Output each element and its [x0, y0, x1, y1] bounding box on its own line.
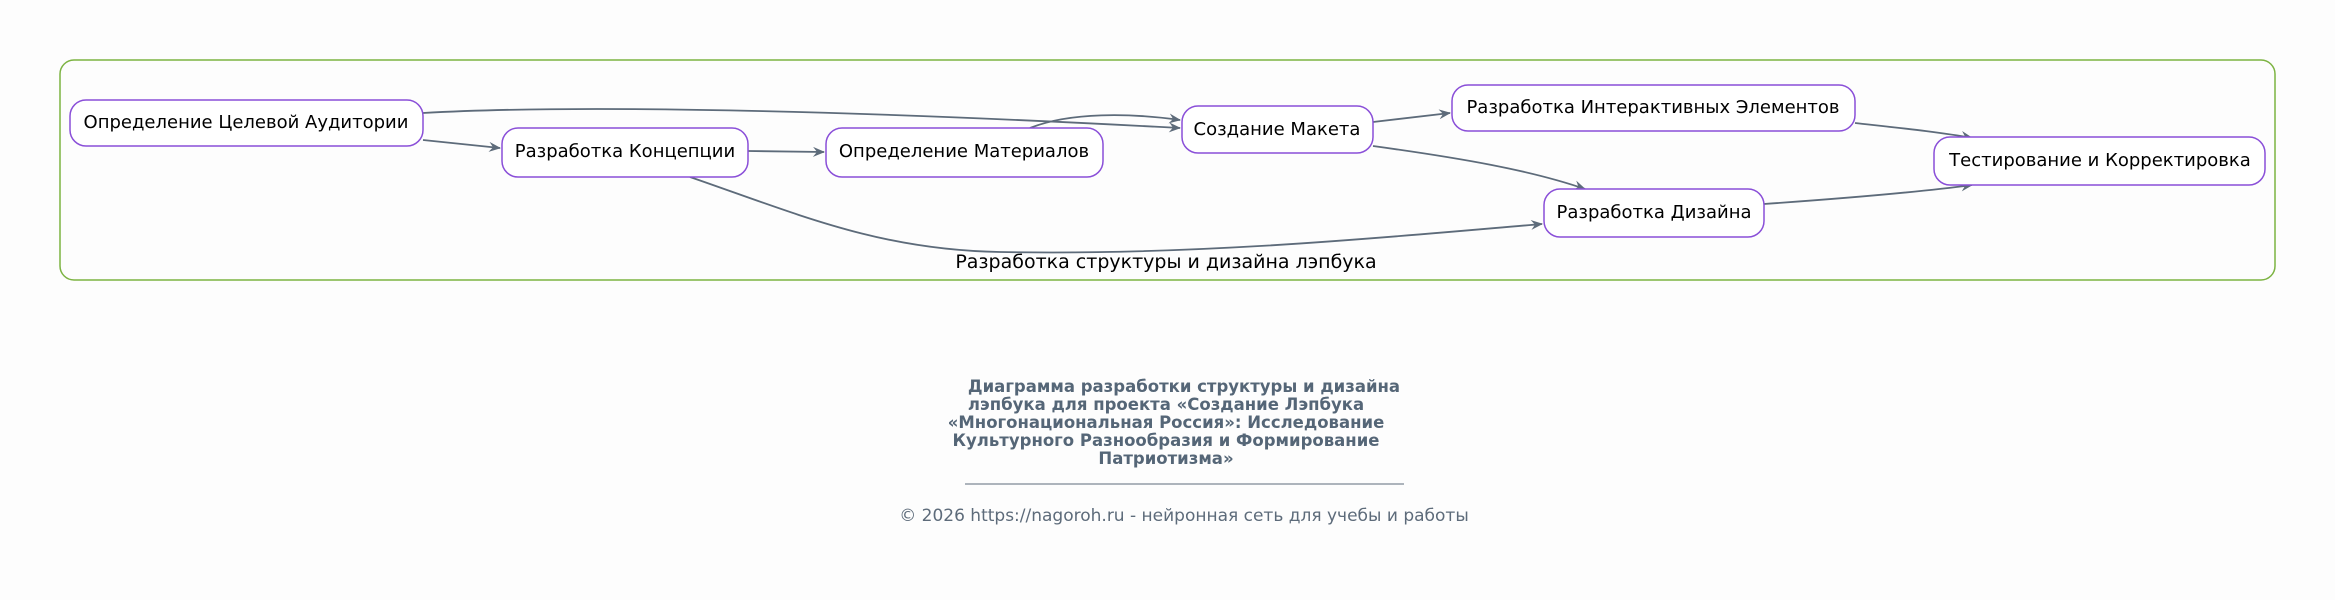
node-interactive-elements[interactable]: Разработка Интерактивных Элементов [1451, 84, 1856, 132]
node-concept[interactable]: Разработка Концепции [501, 127, 749, 178]
node-testing[interactable]: Тестирование и Корректировка [1933, 136, 2266, 186]
node-label: Тестирование и Корректировка [1948, 150, 2251, 171]
node-layout[interactable]: Создание Макета [1181, 105, 1374, 154]
node-label: Разработка Интерактивных Элементов [1466, 97, 1839, 118]
edge-interactive-testing [1854, 122, 1973, 141]
diagram-title: Диаграмма разработки структуры и дизайна… [948, 377, 1400, 468]
cluster-label: Разработка структуры и дизайна лэпбука [955, 251, 1376, 273]
node-label: Создание Макета [1194, 119, 1361, 140]
edge-concept-design [689, 176, 1543, 254]
node-materials[interactable]: Определение Материалов [825, 127, 1104, 178]
title-line: «Многонациональная Россия»: Исследование [948, 413, 1385, 432]
edge-layout-design [1372, 145, 1586, 191]
edge-audience-concept [422, 139, 501, 152]
node-target-audience[interactable]: Определение Целевой Аудитории [69, 99, 424, 147]
edge-layout-interactive [1372, 109, 1451, 123]
edge-design-testing [1763, 181, 1973, 205]
node-label: Определение Материалов [839, 141, 1089, 162]
title-line: Культурного Разнообразия и Формирование [953, 431, 1380, 450]
footer-copyright: © 2026 https://nagoroh.ru - нейронная се… [899, 506, 1469, 526]
node-label: Разработка Концепции [515, 141, 735, 162]
title-line: Диаграмма разработки структуры и дизайна [968, 377, 1400, 396]
node-label: Разработка Дизайна [1557, 202, 1752, 223]
title-line: лэпбука для проекта «Создание Лэпбука [968, 395, 1364, 414]
node-label: Определение Целевой Аудитории [84, 112, 409, 133]
edges [422, 108, 1973, 254]
edge-concept-materials [747, 146, 825, 157]
edge-materials-layout [1029, 113, 1181, 129]
cluster-lapbook-structure: Разработка структуры и дизайна лэпбука [59, 59, 2276, 281]
node-design[interactable]: Разработка Дизайна [1543, 188, 1765, 238]
edge-audience-layout [422, 108, 1181, 133]
title-line: Патриотизма» [1098, 449, 1233, 468]
